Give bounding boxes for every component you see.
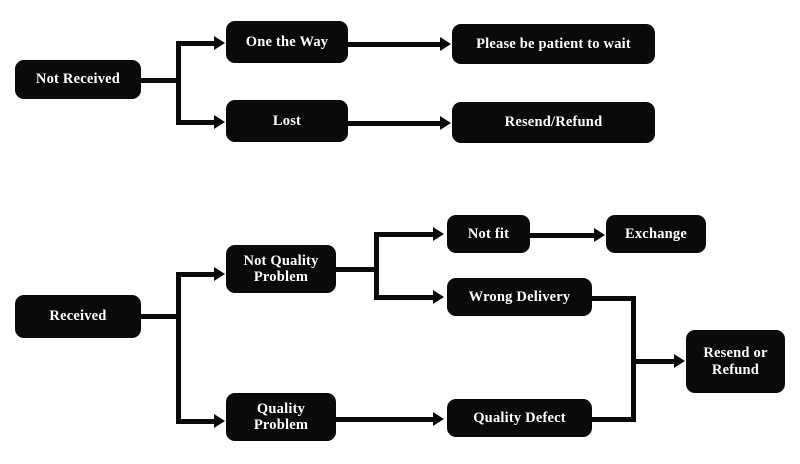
connector-received-to-trunk [140,314,181,319]
connector-trunk-not-received [176,41,181,125]
arrowhead-exchange [594,228,605,242]
node-quality-problem-label-line2: Problem [253,417,309,433]
node-not-received[interactable]: Not Received [15,60,141,99]
node-resend-or-refund-label-line1: Resend or [703,345,768,362]
arrowhead-quality-defect [433,412,444,426]
arrowhead-one-the-way [214,36,225,50]
arrowhead-resend-or-refund [674,354,685,368]
arrowhead-lost [214,115,225,129]
node-not-quality-problem[interactable]: Not Quality Problem [226,245,336,293]
connector-trunk-received [176,272,181,424]
node-quality-defect[interactable]: Quality Defect [447,399,592,437]
connector-trunk-to-quality-problem [176,419,218,424]
connector-trunk2-to-wrong-delivery [374,295,436,300]
connector-merge-to-resend-or-refund [631,359,678,364]
connector-lost-to-resend-refund [348,121,444,126]
arrowhead-not-quality-problem [214,267,225,281]
node-quality-problem-label-line1: Quality [256,400,306,417]
node-wrong-delivery[interactable]: Wrong Delivery [447,278,592,316]
node-one-the-way[interactable]: One the Way [226,21,348,63]
node-please-be-patient-to-wait[interactable]: Please be patient to wait [452,24,655,64]
node-resend-or-refund-label-line2: Refund [711,361,760,378]
connector-wrong-delivery-to-merge [592,296,636,301]
connector-not-quality-problem-to-trunk2 [336,267,379,272]
arrowhead-please-wait [440,37,451,51]
connector-not-fit-to-exchange [529,233,597,238]
node-received[interactable]: Received [15,295,141,338]
node-not-fit[interactable]: Not fit [447,215,530,253]
arrowhead-quality-problem [214,414,225,428]
connector-trunk2 [374,232,379,299]
node-not-quality-problem-label-line2: Problem [253,269,309,285]
connector-trunk2-to-not-fit [374,232,436,237]
node-not-quality-problem-label-line1: Not Quality [243,252,319,269]
connector-quality-defect-to-merge [592,417,636,422]
arrowhead-wrong-delivery [433,290,444,304]
node-exchange[interactable]: Exchange [606,215,706,253]
node-lost[interactable]: Lost [226,100,348,142]
node-resend-or-refund[interactable]: Resend or Refund [686,330,785,393]
node-quality-problem[interactable]: Quality Problem [226,393,336,441]
connector-trunk-to-one-the-way [176,41,218,46]
arrowhead-not-fit [433,227,444,241]
connector-trunk-to-lost [176,120,218,125]
connector-quality-problem-to-quality-defect [336,417,436,422]
node-resend-refund[interactable]: Resend/Refund [452,102,655,143]
connector-one-the-way-to-please-wait [348,42,444,47]
arrowhead-resend-refund [440,116,451,130]
connector-not-received-to-trunk [140,78,181,83]
connector-trunk-to-not-quality-problem [176,272,218,277]
